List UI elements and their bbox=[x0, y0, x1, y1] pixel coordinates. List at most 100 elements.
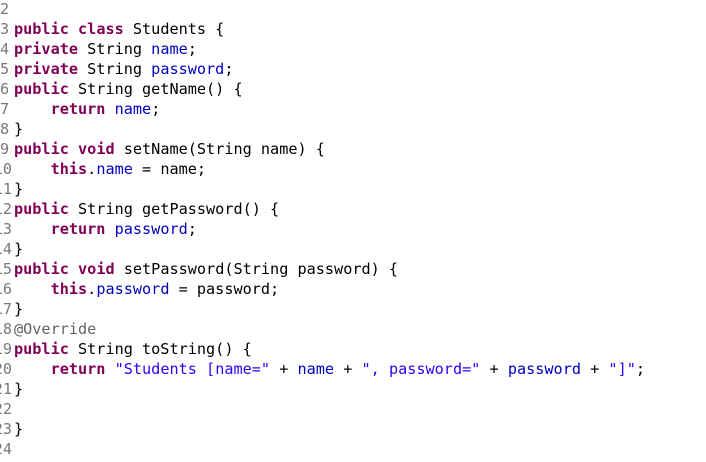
line-number-text: 16 bbox=[0, 280, 12, 298]
keyword-token: this bbox=[50, 160, 88, 178]
keyword-token: public bbox=[14, 80, 69, 98]
line-number-text: 11 bbox=[0, 180, 12, 198]
code-text-token: } bbox=[14, 380, 24, 398]
keyword-token: private bbox=[14, 40, 79, 58]
code-line[interactable]: 11} bbox=[0, 179, 706, 199]
code-text-token: ; bbox=[635, 360, 646, 378]
code-text-token: String getPassword() { bbox=[68, 200, 280, 218]
line-content: return "Students [name=" + name + ", pas… bbox=[14, 359, 645, 379]
code-line[interactable]: 14} bbox=[0, 239, 706, 259]
field-token: name bbox=[297, 360, 335, 378]
code-text-token: String toString() { bbox=[68, 340, 252, 358]
line-number: 9 bbox=[0, 139, 12, 159]
code-line[interactable]: 21} bbox=[0, 379, 706, 399]
code-line[interactable]: 17} bbox=[0, 299, 706, 319]
string-literal-token: "]" bbox=[608, 360, 636, 378]
keyword-token: return bbox=[50, 360, 106, 378]
line-number: 15 bbox=[0, 259, 12, 279]
code-text-token: Students { bbox=[123, 20, 225, 38]
line-number-text: 17 bbox=[0, 300, 12, 318]
code-line[interactable]: 18@Override bbox=[0, 319, 706, 339]
line-number: 2 bbox=[0, 0, 12, 19]
code-line[interactable]: 22 bbox=[0, 399, 706, 419]
line-number-text: 8 bbox=[0, 120, 10, 138]
code-text-token bbox=[69, 260, 78, 278]
code-text-token: } bbox=[14, 420, 24, 438]
line-number-text: 9 bbox=[0, 140, 10, 158]
code-line[interactable]: 8} bbox=[0, 119, 706, 139]
code-text-token: + bbox=[480, 360, 508, 378]
field-token: password bbox=[114, 220, 188, 238]
line-number: 8 bbox=[0, 119, 12, 139]
line-number: 24 bbox=[0, 439, 12, 459]
line-content: public void setPassword(String password)… bbox=[14, 259, 398, 279]
code-line[interactable]: 2 bbox=[0, 0, 706, 19]
line-number-text: 22 bbox=[0, 400, 12, 418]
code-text-token: setName(String name) { bbox=[114, 140, 325, 158]
string-literal-token: ", password=" bbox=[361, 360, 481, 378]
string-literal-token: "Students [name=" bbox=[114, 360, 271, 378]
field-token: name bbox=[151, 40, 188, 58]
line-number-text: 21 bbox=[0, 380, 12, 398]
line-content: public class Students { bbox=[14, 19, 224, 39]
line-number: 3 bbox=[0, 19, 12, 39]
line-number-text: 15 bbox=[0, 260, 12, 278]
code-text-token: + bbox=[580, 360, 609, 378]
line-number-text: 2 bbox=[0, 0, 10, 18]
code-text-token bbox=[69, 140, 78, 158]
line-number-text: 6 bbox=[0, 80, 10, 98]
code-line[interactable]: 15public void setPassword(String passwor… bbox=[0, 259, 706, 279]
keyword-token: class bbox=[78, 20, 124, 38]
code-line[interactable]: 7 return name; bbox=[0, 99, 706, 119]
line-number-text: 13 bbox=[0, 220, 12, 238]
keyword-token: return bbox=[50, 100, 106, 118]
line-content: return password; bbox=[14, 219, 197, 239]
code-line[interactable]: 24 bbox=[0, 439, 706, 459]
code-text-token bbox=[105, 360, 114, 378]
line-number-text: 4 bbox=[0, 40, 10, 58]
code-text-token: setPassword(String password) { bbox=[114, 260, 399, 278]
line-number: 6 bbox=[0, 79, 12, 99]
code-line[interactable]: 20 return "Students [name=" + name + ", … bbox=[0, 359, 706, 379]
line-number-text: 20 bbox=[0, 360, 12, 378]
code-line[interactable]: 10 this.name = name; bbox=[0, 159, 706, 179]
code-line[interactable]: 13 return password; bbox=[0, 219, 706, 239]
line-number-text: 24 bbox=[0, 440, 12, 458]
line-number: 5 bbox=[0, 59, 12, 79]
keyword-token: public bbox=[14, 340, 69, 358]
code-line[interactable]: 19public String toString() { bbox=[0, 339, 706, 359]
line-content: public String getName() { bbox=[14, 79, 243, 99]
line-content: this.name = name; bbox=[14, 159, 206, 179]
line-number: 11 bbox=[0, 179, 12, 199]
code-line[interactable]: 16 this.password = password; bbox=[0, 279, 706, 299]
line-number: 23 bbox=[0, 419, 12, 439]
line-content: } bbox=[14, 179, 23, 199]
line-number: 10 bbox=[0, 159, 12, 179]
code-text-token: + bbox=[334, 360, 362, 378]
code-text-token: = name; bbox=[132, 160, 207, 178]
field-token: name bbox=[114, 100, 152, 118]
line-content: private String name; bbox=[14, 39, 197, 59]
code-text-token bbox=[14, 360, 51, 378]
code-text-token bbox=[14, 280, 51, 298]
line-number: 17 bbox=[0, 299, 12, 319]
code-line[interactable]: 23} bbox=[0, 419, 706, 439]
code-line[interactable]: 12public String getPassword() { bbox=[0, 199, 706, 219]
line-content: public void setName(String name) { bbox=[14, 139, 325, 159]
code-text-token bbox=[14, 160, 51, 178]
line-content: } bbox=[14, 299, 23, 319]
code-text-token bbox=[105, 100, 114, 118]
code-text-token bbox=[14, 220, 51, 238]
field-token: password bbox=[507, 360, 581, 378]
keyword-token: void bbox=[78, 260, 115, 278]
line-number-text: 10 bbox=[0, 160, 12, 178]
code-text-token: } bbox=[14, 300, 24, 318]
field-token: password bbox=[151, 60, 225, 78]
field-token: name bbox=[96, 160, 133, 178]
